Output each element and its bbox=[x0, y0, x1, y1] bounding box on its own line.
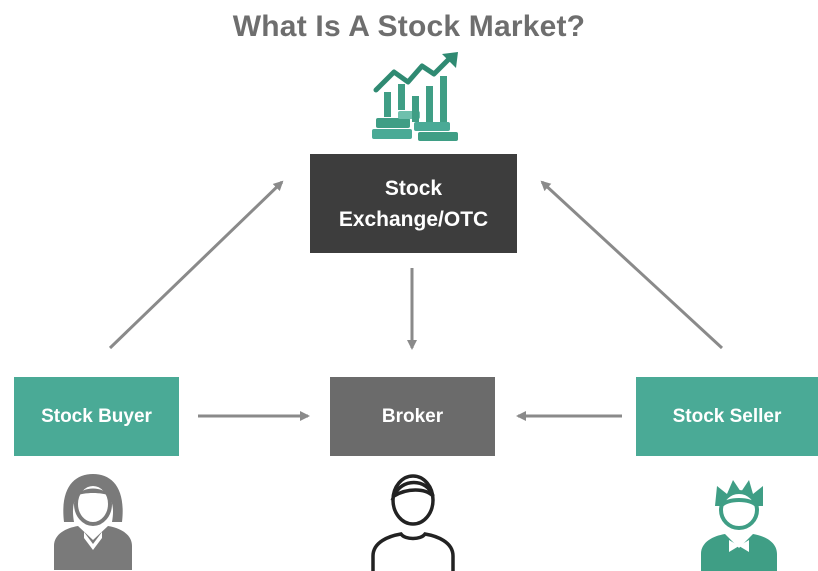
stock-exchange-label: Stock Exchange/OTC bbox=[338, 176, 489, 231]
stock-seller-box: Stock Seller bbox=[636, 377, 818, 456]
stock-buyer-label: Stock Buyer bbox=[41, 405, 152, 427]
man-person-outline-icon bbox=[371, 474, 455, 571]
broker-label: Broker bbox=[381, 405, 444, 427]
man-person-green-icon bbox=[701, 480, 777, 571]
arrow-seller-to-exchange bbox=[540, 180, 724, 350]
stock-buyer-box: Stock Buyer bbox=[14, 377, 179, 456]
stock-growth-chart-icon bbox=[372, 52, 458, 141]
woman-person-icon bbox=[54, 474, 132, 570]
page-title: What Is A Stock Market? bbox=[232, 10, 586, 43]
stock-exchange-box: Stock Exchange/OTC bbox=[310, 154, 517, 253]
arrow-buyer-to-exchange bbox=[108, 180, 284, 350]
stock-seller-label: Stock Seller bbox=[672, 405, 782, 427]
broker-box: Broker bbox=[330, 377, 495, 456]
